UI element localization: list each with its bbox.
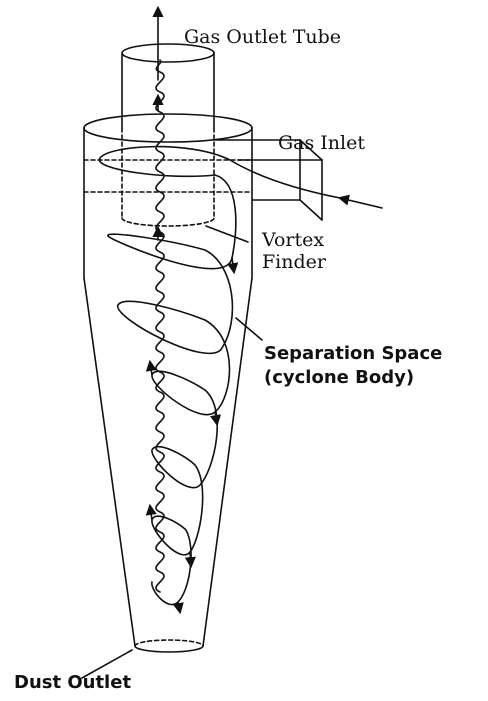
- dust-outlet-leader: [81, 649, 133, 679]
- inlet-flow-path: [98, 145, 341, 199]
- vortex-finder-label-line2: Finder: [262, 251, 326, 273]
- dust-outlet: [134, 639, 204, 653]
- outer-vortex-arrow-2: [210, 411, 222, 427]
- outer-vortex-arrow-1: [227, 257, 239, 275]
- gas-outlet-tube-label: Gas Outlet Tube: [184, 26, 342, 48]
- gas-inlet-duct: [213, 139, 323, 221]
- separation-space-label-line1: Separation Space: [264, 343, 443, 364]
- inner-vortex-arrow-2: [145, 359, 157, 376]
- vortex-finder-label-line1: Vortex: [262, 229, 325, 251]
- vortex-finder: [83, 127, 253, 227]
- gas-inlet-arrow: [337, 194, 383, 209]
- outer-vortex-path: [107, 174, 237, 606]
- outer-vortex-arrow-3: [184, 551, 196, 569]
- cyclone-body: [83, 113, 253, 647]
- separation-space-label-line2: (cyclone Body): [264, 367, 415, 388]
- inner-vortex-arrow-1: [145, 503, 157, 521]
- inner-vortex-path: [155, 59, 165, 593]
- outer-vortex-arrow-4: [172, 601, 184, 615]
- vortex-finder-leader: [205, 225, 249, 243]
- gas-inlet-label: Gas Inlet: [278, 132, 365, 154]
- dust-outlet-label: Dust Outlet: [14, 672, 132, 693]
- separation-space-leader: [235, 317, 263, 341]
